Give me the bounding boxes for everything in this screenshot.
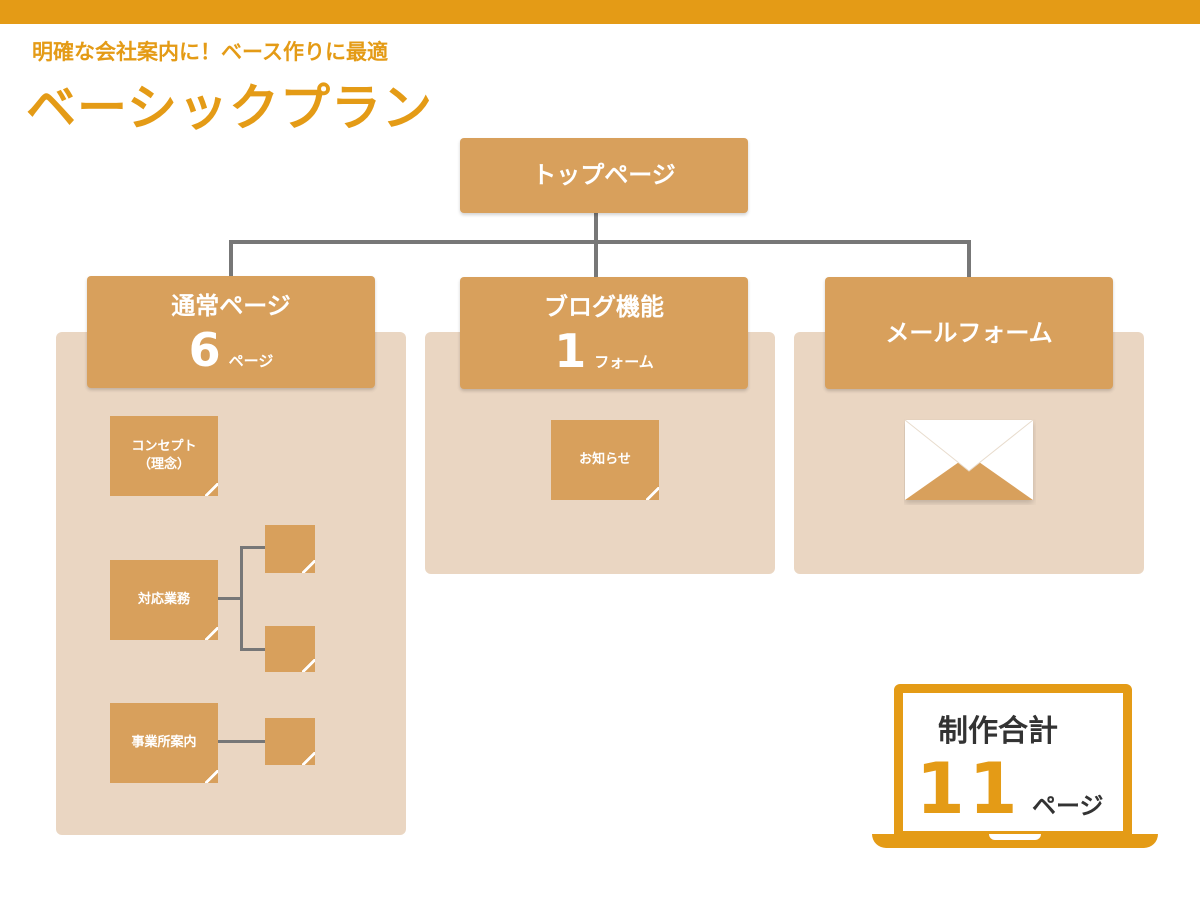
blog-label: ブログ機能 (544, 293, 664, 321)
connector-left-drop (229, 240, 233, 278)
top-page-node: トップページ (460, 138, 748, 213)
page-news: お知らせ (551, 420, 659, 500)
plan-title: ベーシックプラン (26, 79, 433, 137)
page-fold (205, 770, 218, 783)
normal-pages-label: 通常ページ (171, 292, 291, 320)
connector-top-trunk (594, 212, 598, 278)
normal-pages-count: 6 (188, 323, 221, 377)
plan-subtitle: 明確な会社案内に！ベース作りに最適 (32, 40, 388, 64)
total-label: 制作合計 (938, 714, 1058, 749)
mail-form-label: メールフォーム (885, 319, 1053, 347)
connector-horizontal (229, 240, 971, 244)
subpage-services-1 (265, 525, 315, 573)
connector-right-drop (967, 240, 971, 278)
top-accent-bar (0, 0, 1200, 24)
blog-count: 1 (554, 324, 587, 378)
page-office-info: 事業所案内 (110, 703, 218, 783)
page-fold (205, 483, 218, 496)
laptop-base (872, 834, 1158, 848)
blog-unit: フォーム (594, 353, 654, 371)
connector-services-child2 (240, 648, 265, 651)
subpage-office (265, 718, 315, 765)
page-concept-line1: コンセプト (131, 439, 197, 455)
page-office-info-line1: 事業所案内 (131, 735, 197, 751)
panel-normal-pages (56, 332, 406, 835)
page-fold (302, 659, 315, 672)
top-page-label: トップページ (532, 161, 676, 189)
mail-form-node: メールフォーム (825, 277, 1113, 389)
page-fold (302, 752, 315, 765)
page-fold (646, 487, 659, 500)
connector-services-vertical (240, 546, 243, 650)
connector-office-child (218, 740, 265, 743)
normal-pages-node: 通常ページ 6 ページ (87, 276, 375, 388)
subpage-services-2 (265, 626, 315, 672)
connector-services-child1 (240, 546, 265, 549)
page-services: 対応業務 (110, 560, 218, 640)
laptop-notch (989, 834, 1041, 840)
page-concept: コンセプト （理念） (110, 416, 218, 496)
connector-services-out (218, 597, 242, 600)
total-unit: ページ (1032, 792, 1104, 820)
page-fold (302, 560, 315, 573)
total-count: 11 (916, 748, 1022, 830)
laptop-icon: 制作合計 11 ページ (872, 684, 1158, 864)
page-fold (205, 627, 218, 640)
page-concept-line2: （理念） (137, 457, 190, 472)
page-services-line1: 対応業務 (137, 592, 190, 608)
envelope-icon (904, 419, 1034, 500)
normal-pages-unit: ページ (228, 352, 274, 370)
blog-node: ブログ機能 1 フォーム (460, 277, 748, 389)
page-news-line1: お知らせ (579, 452, 631, 468)
